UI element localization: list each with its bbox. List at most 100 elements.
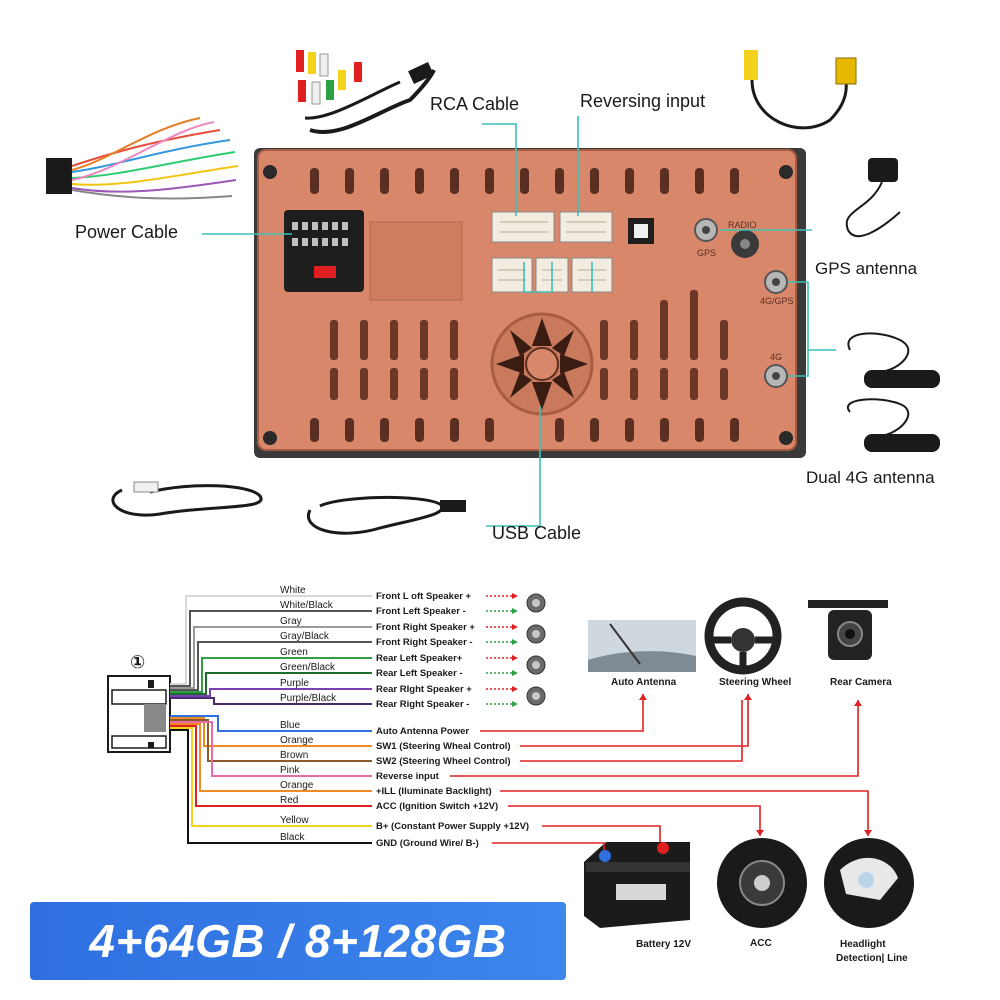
wire-15 <box>170 729 372 844</box>
wire-color-label: Purple <box>280 678 309 689</box>
callout-power-cable: Power Cable <box>75 222 178 242</box>
acc-label: ACC <box>750 938 772 949</box>
wire-color-label: Orange <box>280 780 314 791</box>
wire-8 <box>170 715 372 732</box>
wire-color-label: White/Black <box>280 600 334 611</box>
port-label-radio: RADIO <box>728 220 757 230</box>
wire-function-label: SW1 (Steering Wheal Control) <box>376 741 511 752</box>
wire-color-label: Green <box>280 647 308 658</box>
callout-rca-cable: RCA Cable <box>430 94 519 114</box>
callout-dual-4g-antenna: Dual 4G antenna <box>806 468 935 487</box>
wire-9 <box>170 717 372 747</box>
wire-2 <box>170 626 372 689</box>
device-line <box>542 825 661 842</box>
headlight-device <box>824 838 914 928</box>
antenna-ports <box>694 218 788 388</box>
storage-badge-text: 4+64GB / 8+128GB <box>89 915 507 967</box>
wire-function-label: Rear RIght Speaker + <box>376 684 472 695</box>
device-arrow-head <box>864 830 872 836</box>
wire-color-label: Gray/Black <box>280 631 330 642</box>
speaker-icon <box>526 624 546 644</box>
wire-6 <box>170 688 372 697</box>
wire-layer <box>170 593 546 844</box>
power-cable-image <box>46 117 239 200</box>
speaker-icon <box>526 593 546 613</box>
wire-11 <box>170 721 372 777</box>
wire-function-label: Auto Antenna Power <box>376 726 469 737</box>
wire-color-label: Brown <box>280 750 308 761</box>
device-line <box>500 790 869 836</box>
steering-wheel-device <box>704 597 782 675</box>
cooling-fan <box>490 312 594 416</box>
device-line <box>480 694 644 732</box>
port-label-4g-gps: 4G/GPS <box>760 296 794 306</box>
speaker-arrow-head <box>512 608 518 614</box>
speaker-arrow-head <box>512 701 518 707</box>
device-line <box>520 694 749 747</box>
wire-color-label: Blue <box>280 720 300 731</box>
wire-function-label: GND (Ground Wire/ B-) <box>376 838 479 849</box>
wire-13 <box>170 725 372 807</box>
rear-camera-label: Rear Camera <box>830 677 892 688</box>
speaker-arrow-head <box>512 639 518 645</box>
wire-function-label: Front Right Speaker + <box>376 622 475 633</box>
wire-3 <box>170 641 372 691</box>
device-line <box>508 805 761 836</box>
power-connector-port <box>284 210 463 301</box>
wire-color-label: Black <box>280 832 305 843</box>
speaker-icon <box>526 655 546 675</box>
connector-number: ① <box>130 652 145 673</box>
wire-12 <box>170 723 372 792</box>
harness-connector <box>107 675 171 753</box>
wire-4 <box>170 657 372 693</box>
port-label-4g: 4G <box>770 352 782 362</box>
mounting-screws <box>263 165 793 445</box>
acc-device <box>717 838 807 928</box>
wire-color-label: Purple/Black <box>280 693 337 704</box>
wire-function-label: B+ (Constant Power Supply +12V) <box>376 821 529 832</box>
wire-color-label: Green/Black <box>280 662 336 673</box>
speaker-arrow-head <box>512 624 518 630</box>
speaker-arrow-head <box>512 670 518 676</box>
wire-color-label: Red <box>280 795 298 806</box>
speaker-arrow-head <box>512 655 518 661</box>
reversing-cable-image <box>744 50 857 130</box>
wire-function-label: Front L oft Speaker + <box>376 591 472 602</box>
wire-5 <box>170 672 372 695</box>
wire-function-label: ACC (Ignition Switch +12V) <box>376 801 498 812</box>
headlight-label-2: Detection| Line <box>836 953 908 964</box>
wire-function-label: Reverse input <box>376 771 440 782</box>
head-unit-rear-panel: RADIO GPS 4G/GPS 4G <box>254 148 806 458</box>
rear-camera-device <box>808 600 888 660</box>
auto-antenna-device <box>588 620 696 672</box>
device-line <box>450 700 859 777</box>
leader-lines <box>202 116 836 527</box>
wire-color-label: Pink <box>280 765 300 776</box>
middle-vents <box>330 290 728 400</box>
dual-4g-antenna-image <box>846 332 940 452</box>
wire-7 <box>170 697 372 705</box>
device-line <box>492 842 605 850</box>
speaker-arrow-head <box>512 686 518 692</box>
wire-function-label: Rear Left Speaker - <box>376 668 463 679</box>
bottom-vents <box>310 418 739 442</box>
device-arrow-head <box>639 694 647 700</box>
wire-function-label: Front Right Speaker - <box>376 637 473 648</box>
battery-device <box>584 842 690 928</box>
wire-function-label: Front Left Speaker - <box>376 606 466 617</box>
wire-color-label: Yellow <box>280 815 309 826</box>
wire-1 <box>170 610 372 687</box>
speaker-icon <box>526 686 546 706</box>
port-label-gps: GPS <box>697 248 716 258</box>
device-arrow-head <box>854 700 862 706</box>
callout-usb-cable: USB Cable <box>492 523 581 543</box>
steering-wheel-label: Steering Wheel <box>719 677 791 688</box>
wire-color-label: Gray <box>280 616 302 627</box>
callout-reversing-input: Reversing input <box>580 91 705 111</box>
battery-label: Battery 12V <box>636 939 691 950</box>
device-arrow-head <box>744 694 752 700</box>
wire-color-label: White <box>280 585 306 596</box>
usb-cable-images <box>111 481 466 535</box>
